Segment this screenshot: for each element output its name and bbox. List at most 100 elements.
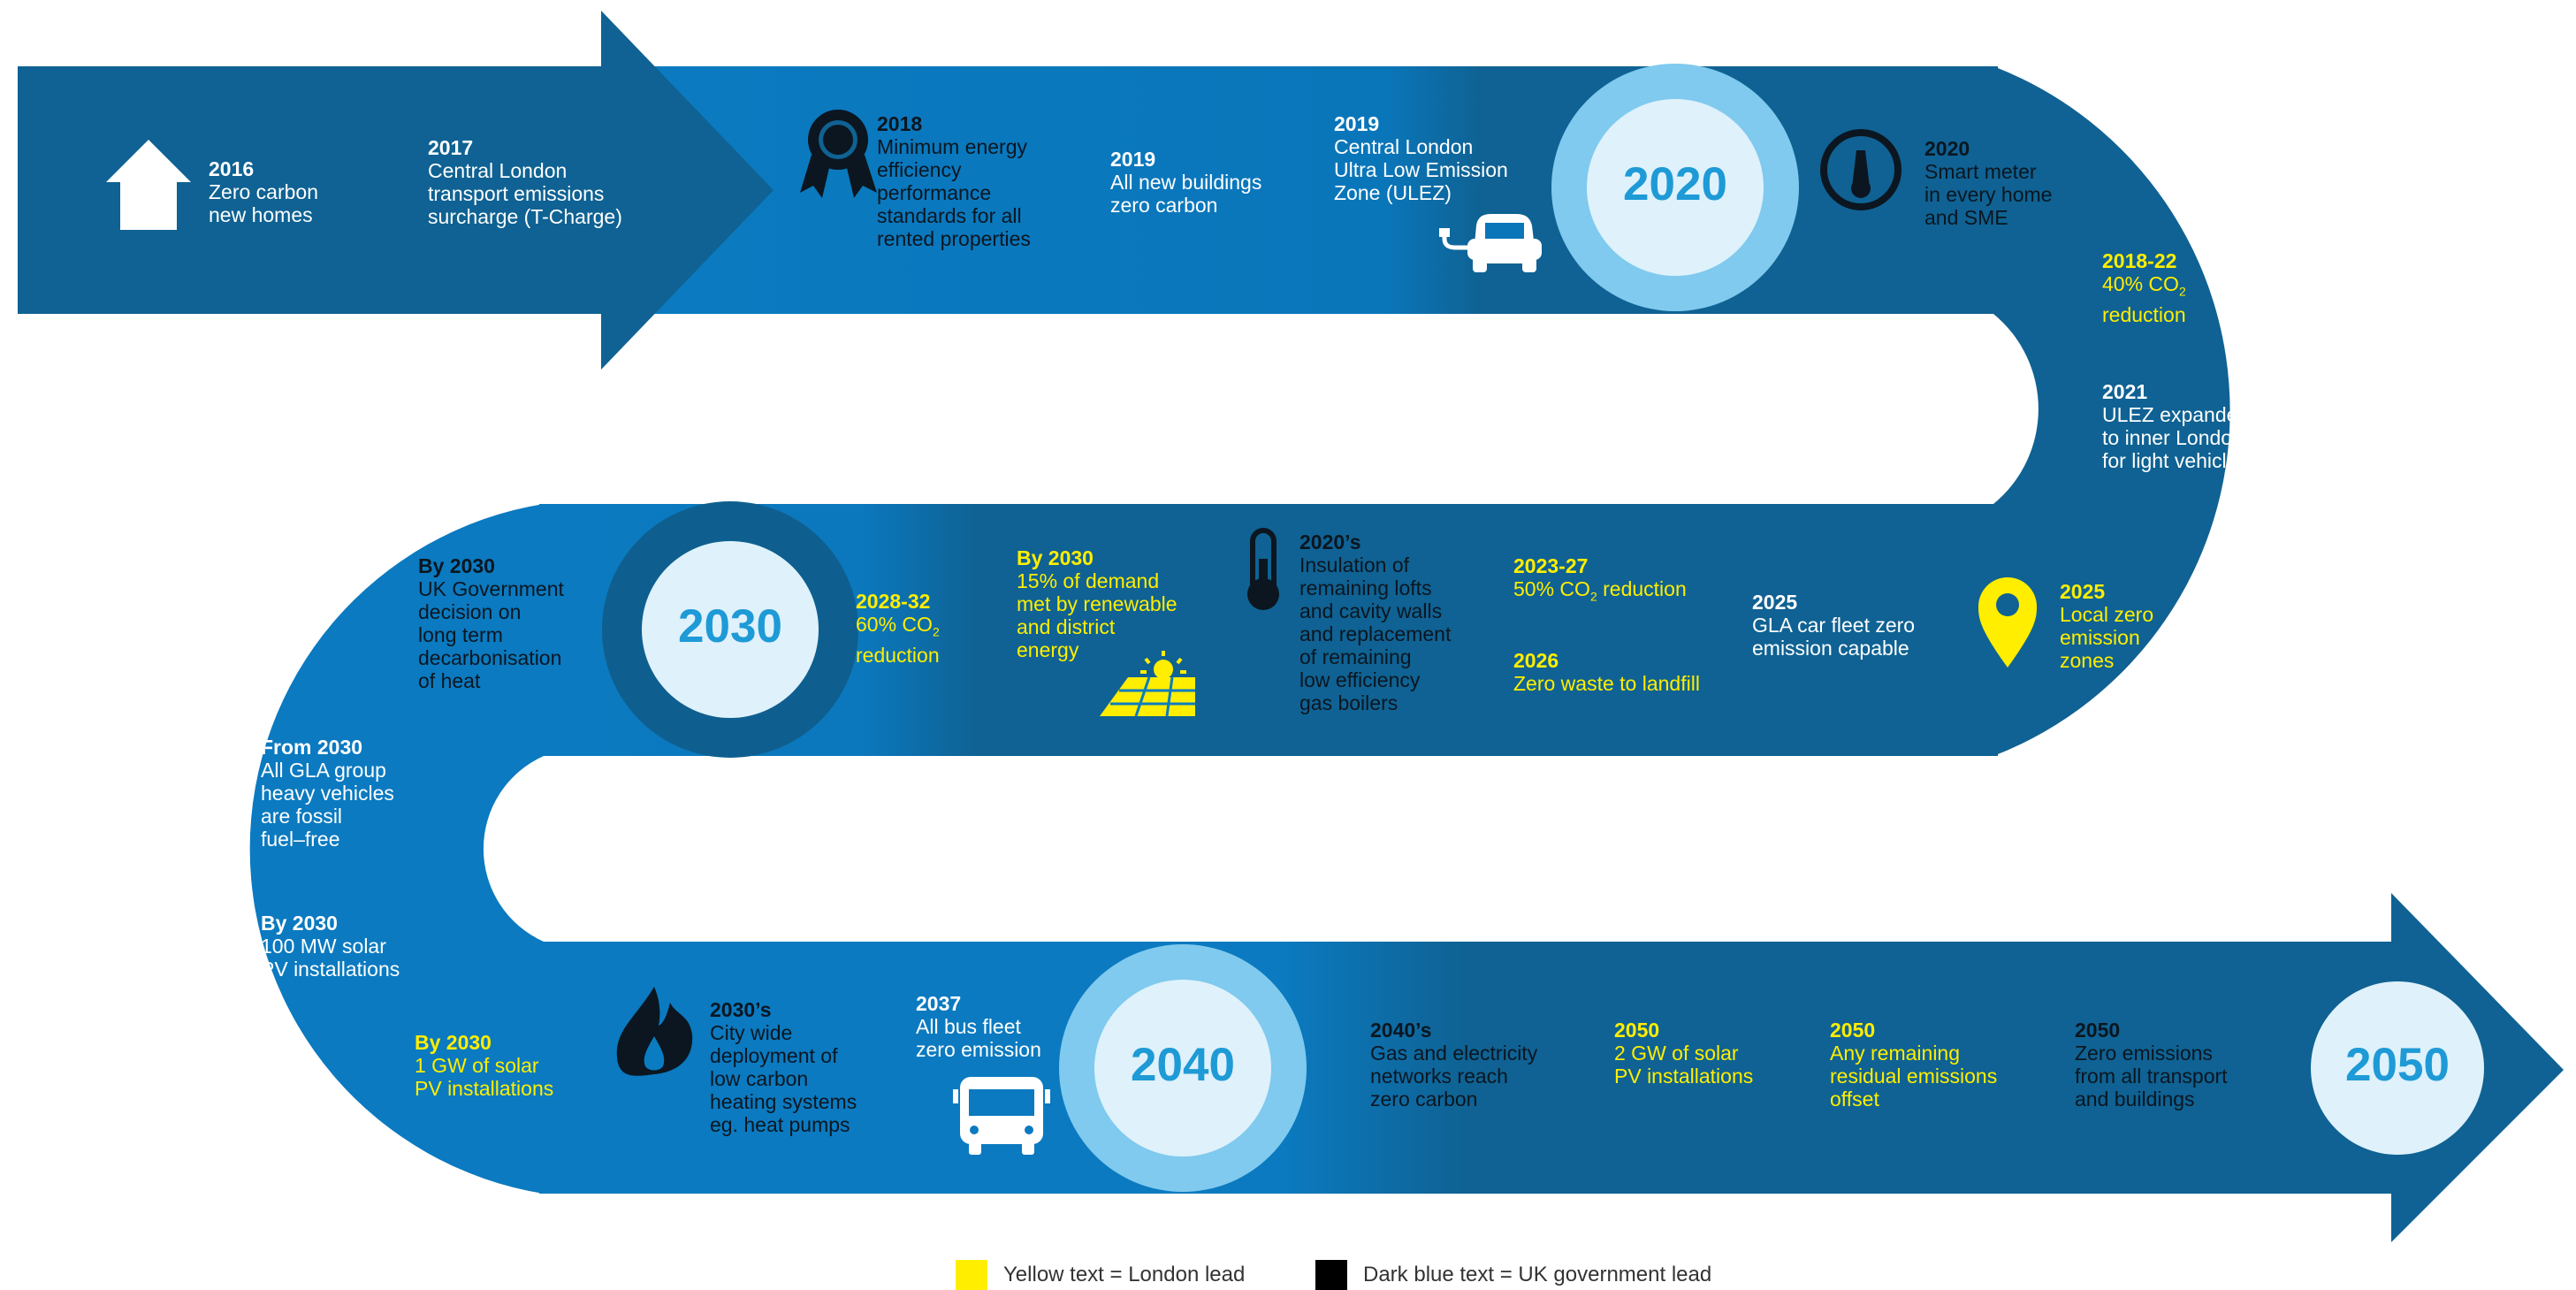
- electric-car-icon: [1439, 214, 1542, 272]
- milestone-disc-2020: [1587, 99, 1764, 276]
- event-text-main: 50% CO: [1513, 577, 1590, 600]
- event-text: 50% CO2 reduction: [1513, 577, 1687, 608]
- co2-subscript: 2: [2178, 284, 2186, 299]
- event-text-tail: reduction: [1597, 577, 1687, 600]
- legend-swatch-dark: [1315, 1260, 1347, 1290]
- event-2020-smart-meter: 2020 Smart meter in every home and SME: [1924, 137, 2052, 229]
- solar-panel-icon: [1100, 651, 1195, 717]
- event-2018: 2018 Minimum energy efficiency performan…: [877, 112, 1031, 250]
- road-band-bottom: [539, 942, 2396, 1194]
- event-year: 2018-22: [2102, 249, 2177, 272]
- milestone-2050: 2050: [2345, 1039, 2450, 1091]
- legend-london-lead: Yellow text = London lead: [1003, 1263, 1245, 1287]
- location-pin-icon: [1978, 577, 2037, 668]
- event-text: 60% CO2 reduction: [856, 613, 940, 667]
- event-text: Minimum energy efficiency performance st…: [877, 135, 1031, 250]
- event-2037-bus: 2037 All bus fleet zero emission: [916, 992, 1041, 1061]
- event-text-main: 60% CO: [856, 613, 933, 636]
- event-2025-zones: 2025 Local zero emission zones: [2060, 580, 2153, 672]
- event-year: From 2030: [261, 736, 363, 759]
- event-year: 2025: [2060, 580, 2106, 603]
- co2-subscript: 2: [932, 624, 940, 639]
- event-text: Zero carbon new homes: [209, 180, 319, 226]
- event-year: 2040’s: [1370, 1019, 1432, 1042]
- event-year: 2018: [877, 112, 923, 135]
- event-2021: 2021 ULEZ expanded to inner London for l…: [2102, 380, 2249, 472]
- event-2026: 2026 Zero waste to landfill: [1513, 649, 1700, 695]
- event-text: Insulation of remaining lofts and cavity…: [1299, 553, 1452, 714]
- event-text: All bus fleet zero emission: [916, 1015, 1041, 1061]
- event-year: 2023-27: [1513, 554, 1589, 577]
- event-2028-32: 2028-32 60% CO2 reduction: [856, 590, 940, 667]
- event-2040s-networks: 2040’s Gas and electricity networks reac…: [1370, 1019, 1537, 1111]
- legend-swatch-yellow: [956, 1260, 987, 1290]
- event-year: 2030’s: [710, 998, 772, 1021]
- event-text: Smart meter in every home and SME: [1924, 160, 2053, 229]
- event-text-tail: reduction: [856, 643, 940, 667]
- event-2050-zero-emissions: 2050 Zero emissions from all transport a…: [2075, 1019, 2228, 1111]
- event-text-main: 40% CO: [2102, 272, 2179, 295]
- event-2016: 2016 Zero carbon new homes: [209, 157, 318, 226]
- event-by-2030-uk-heat: By 2030 UK Government decision on long t…: [418, 554, 564, 692]
- event-year: By 2030: [415, 1031, 492, 1054]
- event-text: Central London Ultra Low Emission Zone (…: [1334, 135, 1508, 204]
- event-by-2030-100mw: By 2030 100 MW solar PV installations: [261, 912, 400, 981]
- event-year: 2020’s: [1299, 531, 1361, 553]
- event-2018-22: 2018-22 40% CO2 reduction: [2102, 249, 2186, 326]
- award-ribbon-icon: [800, 110, 877, 198]
- milestone-disc-2050: [2311, 981, 2484, 1155]
- event-2019-buildings: 2019 All new buildings zero carbon: [1110, 148, 1261, 217]
- event-text: GLA car fleet zero emission capable: [1752, 614, 1916, 660]
- event-year: 2017: [428, 136, 474, 159]
- event-year: 2019: [1110, 148, 1156, 171]
- road-curve-right: [1993, 66, 2230, 756]
- legend-label-dark: Dark blue text = UK government lead: [1363, 1263, 1712, 1286]
- event-text: UK Government decision on long term deca…: [418, 577, 564, 692]
- event-text-tail: reduction: [2102, 302, 2186, 326]
- event-year: 2025: [1752, 591, 1798, 614]
- event-text: ULEZ expanded to inner London for light …: [2102, 403, 2250, 472]
- event-year: 2021: [2102, 380, 2148, 403]
- legend-uk-government-lead: Dark blue text = UK government lead: [1363, 1263, 1711, 1287]
- event-text: Local zero emission zones: [2060, 603, 2154, 672]
- event-from-2030-gla-vehicles: From 2030 All GLA group heavy vehicles a…: [261, 736, 394, 851]
- thermometer-icon: [1247, 528, 1279, 610]
- event-by-2030-1gw: By 2030 1 GW of solar PV installations: [415, 1031, 553, 1100]
- event-year: 2026: [1513, 649, 1559, 672]
- event-text: Zero emissions from all transport and bu…: [2075, 1042, 2228, 1111]
- milestone-2040: 2040: [1131, 1039, 1235, 1091]
- event-text: City wide deployment of low carbon heati…: [710, 1021, 857, 1136]
- event-by-2030-renewable: By 2030 15% of demand met by renewable a…: [1017, 546, 1177, 661]
- event-text: Gas and electricity networks reach zero …: [1370, 1042, 1538, 1111]
- event-year: 2020: [1924, 137, 1970, 160]
- smart-meter-icon: [1820, 129, 1902, 210]
- road-curve-left: [249, 504, 544, 1194]
- start-arrow: [18, 11, 774, 370]
- event-2019-ulez: 2019 Central London Ultra Low Emission Z…: [1334, 112, 1508, 204]
- event-2030s-heat-pumps: 2030’s City wide deployment of low carbo…: [710, 998, 857, 1136]
- milestone-2020: 2020: [1623, 158, 1727, 210]
- milestone-disc-2040: [1094, 980, 1271, 1156]
- flame-icon: [616, 987, 693, 1076]
- event-year: By 2030: [261, 912, 338, 935]
- event-text: 1 GW of solar PV installations: [415, 1054, 554, 1100]
- event-2050-offset: 2050 Any remaining residual emissions of…: [1830, 1019, 1997, 1111]
- bus-icon: [953, 1077, 1050, 1155]
- event-text: All GLA group heavy vehicles are fossil …: [261, 759, 394, 851]
- event-2023-27: 2023-27 50% CO2 reduction: [1513, 554, 1687, 608]
- legend-label-yellow: Yellow text = London lead: [1003, 1263, 1246, 1286]
- event-year: 2028-32: [856, 590, 931, 613]
- event-text: Central London transport emissions surch…: [428, 159, 622, 228]
- event-year: By 2030: [1017, 546, 1094, 569]
- event-text: 2 GW of solar PV installations: [1614, 1042, 1754, 1088]
- event-text: 15% of demand met by renewable and distr…: [1017, 569, 1177, 661]
- event-2017: 2017 Central London transport emissions …: [428, 136, 622, 228]
- event-year: 2050: [1830, 1019, 1876, 1042]
- event-year: 2019: [1334, 112, 1380, 135]
- milestone-disc-2030: [642, 541, 819, 718]
- event-text: Zero waste to landfill: [1513, 672, 1700, 695]
- event-year: 2050: [2075, 1019, 2121, 1042]
- event-2025-gla-fleet: 2025 GLA car fleet zero emission capable: [1752, 591, 1915, 660]
- event-text: 40% CO2 reduction: [2102, 272, 2186, 326]
